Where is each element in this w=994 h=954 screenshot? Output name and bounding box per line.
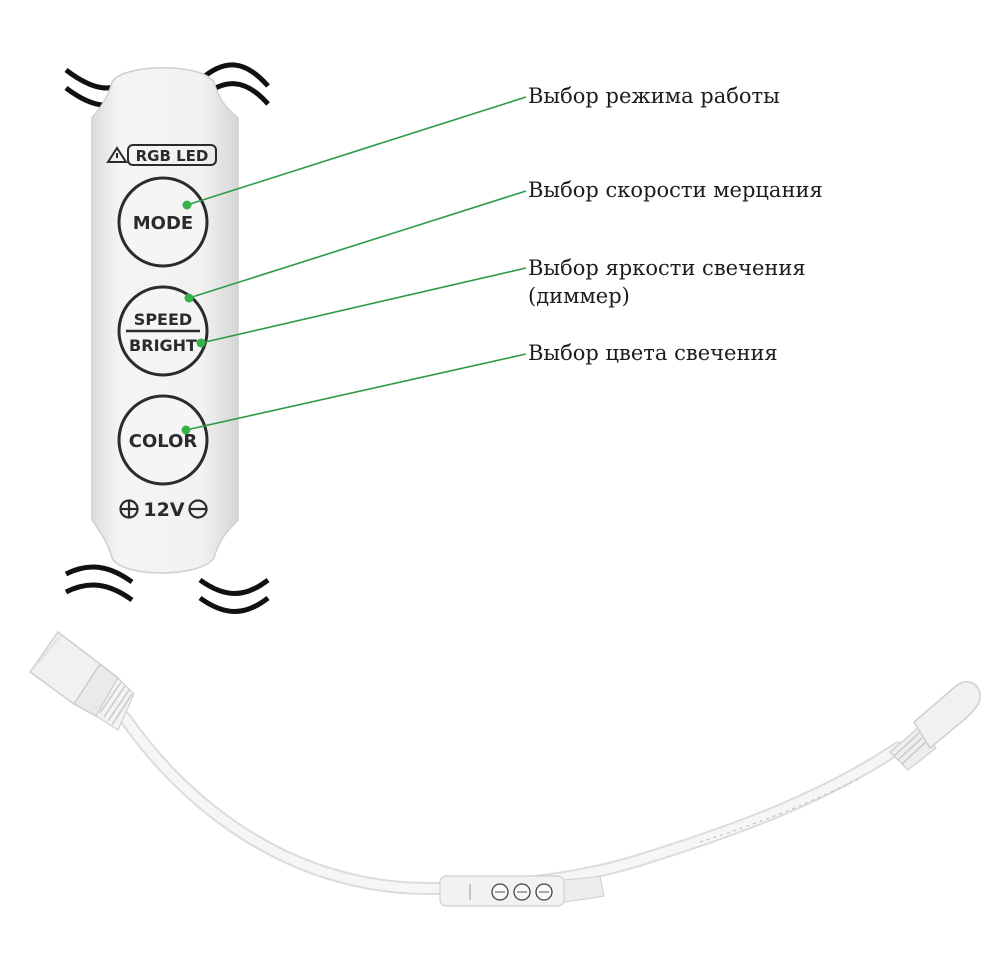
- mode-button-label: MODE: [133, 213, 193, 234]
- mode-button[interactable]: MODE: [117, 176, 209, 268]
- leader-dot-mode: [182, 200, 192, 210]
- plus-circle-icon: [119, 499, 139, 519]
- leader-lines: [181, 96, 527, 435]
- color-button[interactable]: COLOR: [117, 394, 209, 486]
- speed-label: SPEED: [134, 310, 192, 329]
- brand-badge: RGB LED: [106, 144, 217, 166]
- leader-dot-color: [181, 425, 191, 435]
- voltage-marking: 12V: [119, 499, 208, 521]
- leader-line-color: [185, 353, 527, 431]
- callout-mode-label: Выбор режима работы: [528, 84, 780, 108]
- leader-line-speed: [188, 190, 527, 299]
- bright-label: BRIGHT: [129, 336, 197, 355]
- callout-brightness-label: Выбор яркости свечения: [528, 256, 806, 280]
- white-cable: [118, 711, 905, 895]
- warning-triangle-icon: [106, 146, 128, 163]
- voltage-label: 12V: [143, 499, 184, 521]
- left-connector: [28, 630, 135, 731]
- speed-bright-button[interactable]: SPEED BRIGHT: [117, 285, 209, 377]
- brand-label: RGB LED: [136, 147, 209, 165]
- right-connector: [889, 681, 981, 771]
- bottom-cable: [64, 564, 270, 614]
- callout-brightness-sublabel: (диммер): [528, 284, 630, 308]
- inline-controller: [439, 875, 605, 907]
- minus-circle-icon: [188, 499, 208, 519]
- leader-line-bright: [200, 267, 527, 344]
- color-button-label: COLOR: [129, 431, 198, 452]
- leader-dot-speed: [184, 293, 194, 303]
- leader-line-mode: [186, 96, 527, 206]
- callout-color-label: Выбор цвета свечения: [528, 341, 778, 365]
- leader-dot-bright: [196, 338, 206, 348]
- cable-assembly: [28, 630, 981, 907]
- callout-speed-label: Выбор скорости мерцания: [528, 178, 823, 202]
